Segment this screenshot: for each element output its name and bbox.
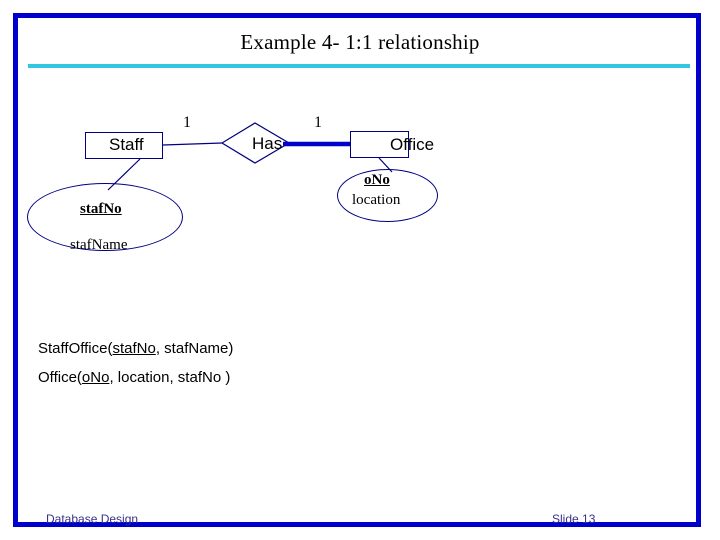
schema-2-prefix: Office( [38,369,82,386]
cardinality-right: 1 [314,114,322,131]
schema-1-key: stafNo [112,340,156,357]
attribute-ellipse-staff [27,183,183,251]
entity-label-staff: Staff [109,135,144,154]
relationship-label-has: Has [252,134,283,153]
entity-box-staff [85,132,163,159]
entity-box-office [350,131,409,158]
page-title: Example 4- 1:1 relationship [240,30,480,54]
schema-1-suffix: , stafName) [155,340,234,357]
schema-line-office: Office(oNo, location, stafNo ) [38,369,230,386]
attribute-ono: oNo [364,172,390,188]
attribute-stafno: stafNo [80,201,122,217]
cardinality-left: 1 [183,114,191,131]
slide-border-frame [13,13,701,527]
footer-course-name: Database Design [46,512,139,526]
attribute-ellipse-office [337,169,438,222]
footer-slide-number: Slide 13 [552,512,596,526]
attribute-location: location [352,192,401,208]
schema-line-staffoffice: StaffOffice(stafNo, stafName) [38,340,233,357]
entity-label-office: Office [390,135,435,154]
attribute-stafname: stafName [70,237,128,253]
schema-2-suffix: , location, stafNo ) [109,369,231,386]
title-underline-rule [28,64,690,68]
schema-2-key: oNo [81,369,110,386]
schema-1-prefix: StaffOffice( [38,340,113,357]
